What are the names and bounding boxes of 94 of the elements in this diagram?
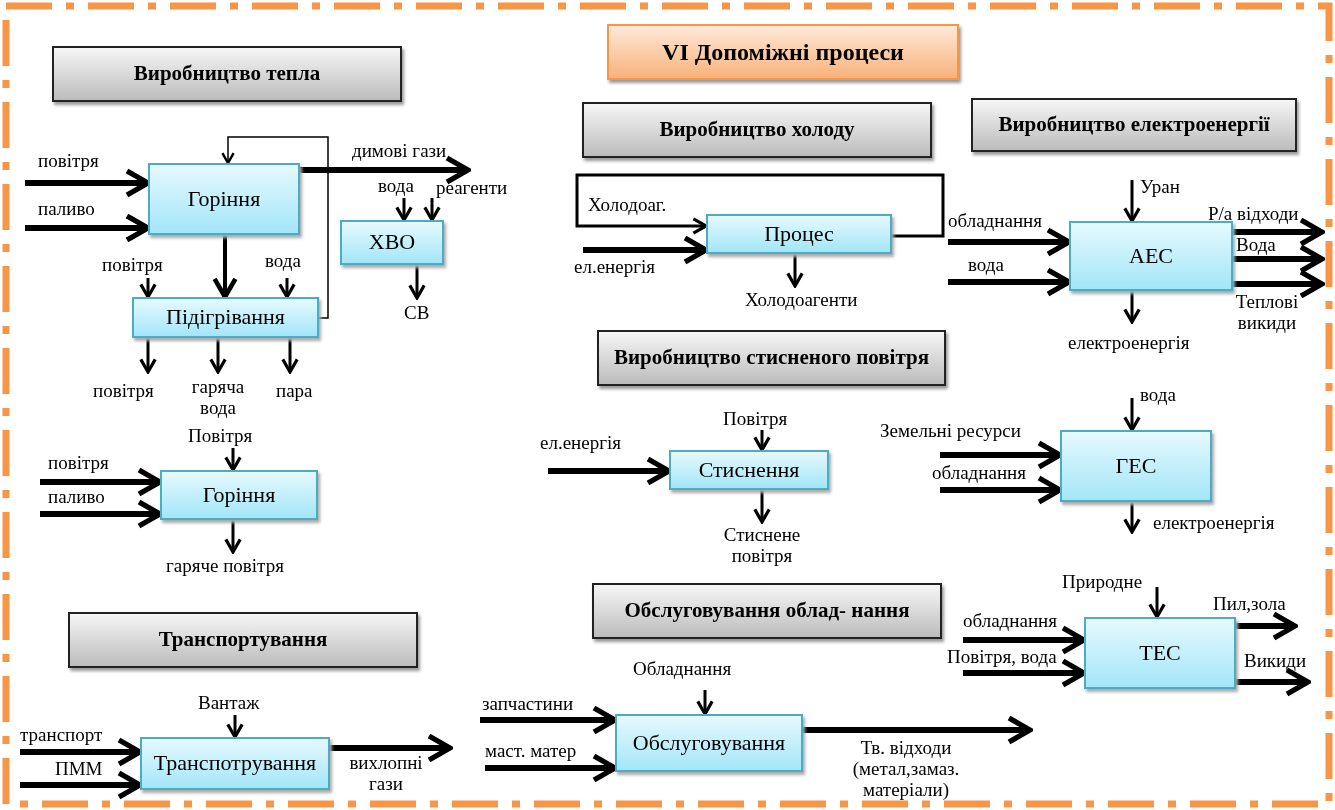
edge-label: обладнання [963, 610, 1057, 631]
edge-label: Повітря [188, 425, 253, 446]
section-header: Обслуговування облад- нання [592, 583, 942, 639]
edge-label: маст. матер [485, 740, 577, 761]
edge-label: обладнання [932, 462, 1026, 483]
process-box: АЕС [1069, 221, 1233, 291]
edge-label: транспорт [20, 724, 103, 745]
edge-label: паливо [38, 198, 95, 219]
edge-label: запчастини [482, 693, 574, 714]
arrow [300, 155, 471, 185]
arrow [209, 338, 227, 374]
edge-label: обладнання [948, 210, 1042, 231]
section-header: Виробництво стисненого повітря [597, 330, 946, 386]
edge-label: вода [968, 254, 1004, 275]
process-box: Обслуговування [615, 714, 803, 772]
process-box: Стиснення [669, 450, 829, 490]
arrow [803, 715, 1033, 745]
edge-label: димові гази [352, 140, 447, 161]
process-box: Транспотрування [140, 737, 330, 790]
edge-label: вода [1140, 384, 1176, 405]
process-box: Горіння [148, 163, 300, 235]
edge-label: вихлопні гази [348, 752, 424, 794]
edge-label: Викиди [1244, 650, 1307, 671]
edge-label: Холодоаг. [588, 194, 667, 215]
arrow [224, 520, 242, 554]
edge-label: гаряча вода [190, 376, 246, 418]
edge-label: СВ [404, 302, 430, 323]
edge-label: реагенти [436, 177, 508, 198]
arrow [786, 254, 804, 288]
edge-label: електроенергія [1153, 512, 1275, 533]
process-box: Підігрівання [132, 297, 319, 338]
arrow [281, 338, 299, 374]
arrow [1233, 217, 1325, 247]
section-header: Транспортування [68, 612, 418, 668]
edge-label: Тв. відходи (метал,замаз. матеріали) [851, 737, 961, 800]
arrow [753, 490, 771, 524]
arrow [575, 173, 945, 238]
edge-label: ел.енергія [574, 256, 655, 277]
arrow [221, 136, 329, 319]
edge-label: Вантаж [198, 692, 260, 713]
arrow [423, 198, 441, 222]
edge-label: повітря [102, 254, 163, 275]
arrow [139, 338, 157, 374]
edge-label: Теплові викиди [1234, 291, 1300, 333]
arrow [1236, 667, 1311, 697]
edge-label: Уран [1140, 176, 1180, 197]
arrow [330, 733, 453, 763]
arrow [139, 278, 157, 299]
edge-label: ел.енергія [540, 432, 621, 453]
title-banner: VI Допоміжні процеси [607, 24, 959, 80]
arrow [1123, 502, 1141, 534]
edge-label: пара [276, 380, 313, 401]
edge-label: Вода [1236, 234, 1276, 255]
arrow [1123, 180, 1141, 223]
arrow [408, 265, 426, 300]
section-header: Виробництво тепла [52, 46, 402, 102]
arrow [1148, 587, 1166, 619]
edge-label: Земельні ресурси [880, 420, 1021, 441]
process-box: ТЕС [1084, 617, 1236, 689]
edge-label: повітря [93, 380, 154, 401]
arrow [1236, 611, 1298, 641]
edge-label: Природне [1062, 571, 1143, 592]
edge-label: Повітря [723, 408, 788, 429]
arrow [1233, 269, 1325, 299]
arrow [1123, 398, 1141, 432]
section-header: Виробництво електроенергії [971, 98, 1297, 152]
arrow [226, 715, 244, 739]
arrow [1123, 291, 1141, 324]
arrow [212, 235, 238, 300]
process-box: Процес [706, 214, 892, 254]
edge-label: повітря [38, 150, 99, 171]
edge-label: Пил,зола [1213, 593, 1286, 614]
edge-label: повітря [48, 452, 109, 473]
edge-label: електроенергія [1068, 332, 1190, 353]
edge-label: Р/а відходи [1208, 203, 1299, 224]
arrow [696, 690, 714, 716]
arrow [278, 278, 296, 299]
process-box: Горіння [160, 470, 318, 520]
edge-label: Стиснене повітря [722, 524, 802, 566]
edge-label: паливо [48, 486, 105, 507]
edge-label: Обладнання [633, 658, 732, 679]
arrow [1233, 244, 1325, 274]
process-box: ГЕС [1060, 430, 1212, 502]
arrow [395, 198, 413, 222]
edge-label: гаряче повітря [166, 555, 284, 576]
arrow [224, 448, 242, 472]
arrow [753, 430, 771, 452]
edge-label: Холодоагенти [745, 289, 858, 310]
edge-label: ПММ [55, 758, 103, 779]
process-box: ХВО [340, 220, 444, 265]
edge-label: вода [265, 250, 301, 271]
edge-label: Повітря, вода [947, 646, 1057, 667]
edge-label: вода [378, 175, 414, 196]
section-header: Виробництво холоду [582, 102, 932, 158]
